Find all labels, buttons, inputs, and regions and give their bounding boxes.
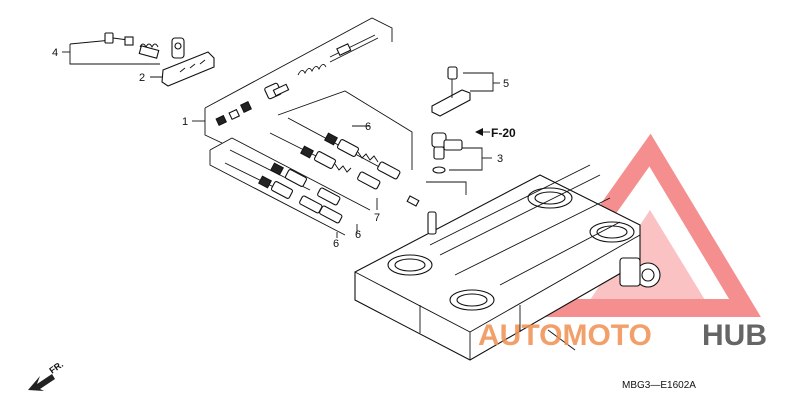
callout-6-mid: 6 (355, 229, 361, 241)
callout-1: 1 (182, 116, 188, 128)
reference-label: F-20 (491, 126, 516, 140)
part-shaft-1 (215, 34, 379, 126)
diagram-code: MBG3—E1602A (622, 380, 696, 391)
part-injectors-upper (269, 117, 401, 190)
callout-5: 5 (503, 78, 509, 90)
callout-4: 4 (52, 47, 58, 59)
throttle-body-assembly (354, 164, 661, 361)
watermark-text-automoto: AUTOMOTO (478, 319, 652, 352)
front-label: FR. (47, 359, 65, 376)
callout-3: 3 (497, 153, 503, 165)
callout-6-top: 6 (365, 121, 371, 133)
watermark-text-hub: HUB (702, 319, 767, 352)
front-arrow-icon (28, 374, 55, 391)
part-bracket-5 (431, 66, 471, 117)
callout-6-low: 6 (333, 238, 339, 250)
callout-2: 2 (139, 72, 145, 84)
callout-7: 7 (374, 212, 380, 224)
part-bracket-2 (161, 37, 215, 87)
part-bolt-4 (104, 32, 160, 59)
part-injectors-lower (224, 149, 343, 224)
bracket-lines (62, 17, 500, 238)
part-sensor-3 (431, 132, 463, 174)
